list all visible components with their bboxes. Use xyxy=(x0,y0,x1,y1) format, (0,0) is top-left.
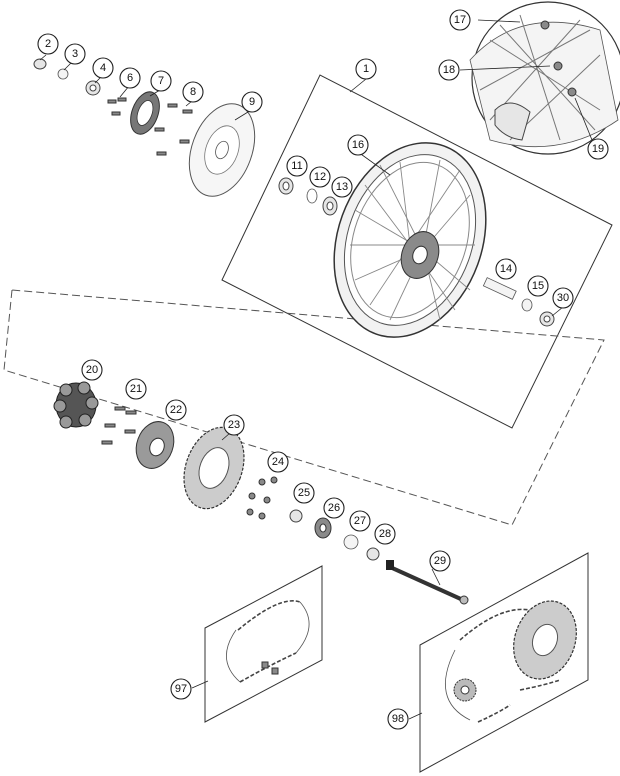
svg-text:29: 29 xyxy=(434,555,446,567)
callout-13: 13 xyxy=(331,176,353,198)
callout-23: 23 xyxy=(223,414,245,436)
rear-wheel-rim xyxy=(333,142,487,338)
callout-29: 29 xyxy=(429,550,451,572)
svg-text:1: 1 xyxy=(363,63,369,75)
svg-text:28: 28 xyxy=(379,528,391,540)
callout-22: 22 xyxy=(165,399,187,421)
svg-text:20: 20 xyxy=(86,364,98,376)
callout-4: 4 xyxy=(92,57,114,79)
part-28-seal xyxy=(366,547,380,561)
chain-kit-97-frame xyxy=(204,565,323,723)
part-8-bolts xyxy=(154,103,193,156)
svg-text:9: 9 xyxy=(249,96,255,108)
svg-text:4: 4 xyxy=(100,62,106,74)
part-97-chain xyxy=(226,600,310,683)
part-29-wheel-spindle xyxy=(386,560,469,605)
part-23-rear-sprocket xyxy=(183,426,245,510)
svg-text:98: 98 xyxy=(392,713,404,725)
svg-text:23: 23 xyxy=(228,419,240,431)
part-7-disc-carrier xyxy=(130,91,160,135)
callout-24: 24 xyxy=(267,451,289,473)
callout-30: 30 xyxy=(552,287,574,309)
svg-text:12: 12 xyxy=(314,171,326,183)
callout-6: 6 xyxy=(119,67,141,89)
leader-lines xyxy=(39,19,593,720)
svg-text:11: 11 xyxy=(291,160,302,172)
callout-20: 20 xyxy=(81,359,103,381)
callout-27: 27 xyxy=(349,510,371,532)
hub-group-dashed-frame xyxy=(3,289,605,526)
callout-18: 18 xyxy=(438,59,460,81)
svg-text:24: 24 xyxy=(272,456,284,468)
callout-labels: 1 2 3 4 6 7 8 9 11 12 13 14 15 16 17 18 … xyxy=(37,9,609,730)
callout-97: 97 xyxy=(170,678,192,700)
part-98-chain-and-sprockets xyxy=(445,600,577,723)
part-15-washer xyxy=(521,298,533,312)
part-9-brake-disc xyxy=(188,103,256,197)
part-26-bearing xyxy=(314,517,332,539)
callout-2: 2 xyxy=(37,33,59,55)
spoke-detail-inset xyxy=(469,1,620,155)
callout-15: 15 xyxy=(527,275,549,297)
part-25-spacer xyxy=(289,509,303,523)
svg-text:18: 18 xyxy=(443,64,455,76)
callout-9: 9 xyxy=(241,91,263,113)
part-20-cush-drive-rubbers xyxy=(53,381,99,429)
callout-19: 19 xyxy=(587,138,609,160)
callout-17: 17 xyxy=(449,9,471,31)
part-12-circlip xyxy=(306,188,318,204)
callout-25: 25 xyxy=(293,482,315,504)
callout-28: 28 xyxy=(374,523,396,545)
svg-text:2: 2 xyxy=(45,38,51,50)
callout-7: 7 xyxy=(150,70,172,92)
callout-21: 21 xyxy=(125,378,147,400)
part-13-bearing xyxy=(322,196,338,216)
svg-text:17: 17 xyxy=(454,14,466,26)
svg-text:16: 16 xyxy=(352,139,364,151)
svg-text:22: 22 xyxy=(170,404,182,416)
svg-text:19: 19 xyxy=(592,143,604,155)
svg-text:26: 26 xyxy=(328,502,340,514)
svg-text:8: 8 xyxy=(190,86,196,98)
callout-12: 12 xyxy=(309,166,331,188)
svg-text:13: 13 xyxy=(336,181,348,193)
part-30-bearing xyxy=(539,311,555,327)
svg-text:14: 14 xyxy=(500,263,512,275)
part-2-nut xyxy=(33,58,47,70)
callout-26: 26 xyxy=(323,497,345,519)
callout-8: 8 xyxy=(182,81,204,103)
part-27-washer xyxy=(343,534,359,550)
part-3-washer xyxy=(57,68,69,80)
part-21-bolts xyxy=(101,406,137,445)
svg-text:25: 25 xyxy=(298,487,310,499)
callout-11: 11 xyxy=(286,155,308,177)
svg-text:21: 21 xyxy=(130,383,142,395)
svg-text:15: 15 xyxy=(532,280,544,292)
svg-text:30: 30 xyxy=(557,292,569,304)
callout-16: 16 xyxy=(347,134,369,156)
svg-text:3: 3 xyxy=(72,48,78,60)
part-6-bolts xyxy=(107,97,127,116)
callout-14: 14 xyxy=(495,258,517,280)
callout-98: 98 xyxy=(387,708,409,730)
svg-text:27: 27 xyxy=(354,515,366,527)
part-4-bearing xyxy=(85,80,101,96)
callout-1: 1 xyxy=(355,58,377,80)
part-11-bearing xyxy=(278,177,294,195)
part-24-nuts xyxy=(246,476,278,520)
svg-text:7: 7 xyxy=(158,75,164,87)
part-22-sprocket-carrier xyxy=(135,421,175,469)
part-14-spacer xyxy=(482,277,517,300)
svg-text:6: 6 xyxy=(127,72,133,84)
svg-text:97: 97 xyxy=(175,683,187,695)
callout-3: 3 xyxy=(64,43,86,65)
